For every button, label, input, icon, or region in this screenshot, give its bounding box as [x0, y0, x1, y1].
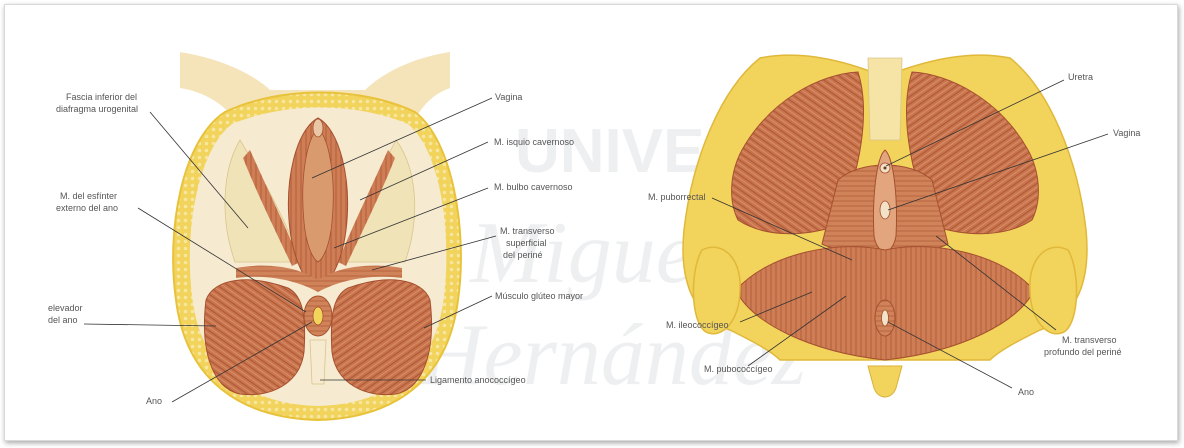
right-anus [882, 310, 889, 326]
left-perineum-figure [173, 52, 461, 420]
label-transverso-sup-line1: M. transverso [500, 226, 555, 236]
left-anus [313, 307, 323, 325]
clitoris [313, 119, 323, 137]
label-uretra: Uretra [1068, 72, 1093, 82]
anococcygeal-ligament [310, 340, 326, 384]
right-gluteus [331, 280, 431, 395]
label-transverso-sup-line2: superficial [506, 238, 547, 248]
right-ischial-tuberosity [1030, 247, 1077, 334]
label-ano-right: Ano [1018, 387, 1034, 397]
label-transverso-prof-line1: M. transverso [1062, 335, 1117, 345]
label-transverso-prof-line2: profundo del periné [1044, 347, 1122, 357]
label-vagina-left: Vagina [495, 92, 522, 102]
label-isquio-cavernoso: M. isquio cavernoso [494, 137, 574, 147]
label-elevador-line1: elevador [48, 303, 83, 313]
label-bulbo-cavernoso: M. bulbo cavernoso [494, 182, 573, 192]
label-gluteo-mayor: Músculo glúteo mayor [495, 291, 583, 301]
label-transverso-sup-line3: del periné [503, 250, 543, 260]
coccyx [868, 366, 902, 397]
label-puborrectal: M. puborrectal [648, 192, 706, 202]
label-fascia-line1: Fascia inferior del [66, 92, 137, 102]
label-fascia-line2: diafragma urogenital [56, 104, 138, 114]
label-ano-left: Ano [146, 396, 162, 406]
label-ligamento-anococcigeo: Ligamento anococcígeo [430, 375, 526, 385]
label-esfinter-line1: M. del esfínter [60, 191, 117, 201]
pubic-symphysis [868, 58, 902, 140]
label-elevador-line2: del ano [48, 315, 78, 325]
left-gluteus [204, 280, 304, 395]
label-vagina-right: Vagina [1113, 128, 1140, 138]
label-esfinter-line2: externo del ano [56, 203, 118, 213]
urethra-lumen [884, 167, 887, 170]
label-ileococcigeo: M. ileococcígeo [666, 320, 729, 330]
label-pubococcigeo: M. pubococcígeo [704, 364, 773, 374]
